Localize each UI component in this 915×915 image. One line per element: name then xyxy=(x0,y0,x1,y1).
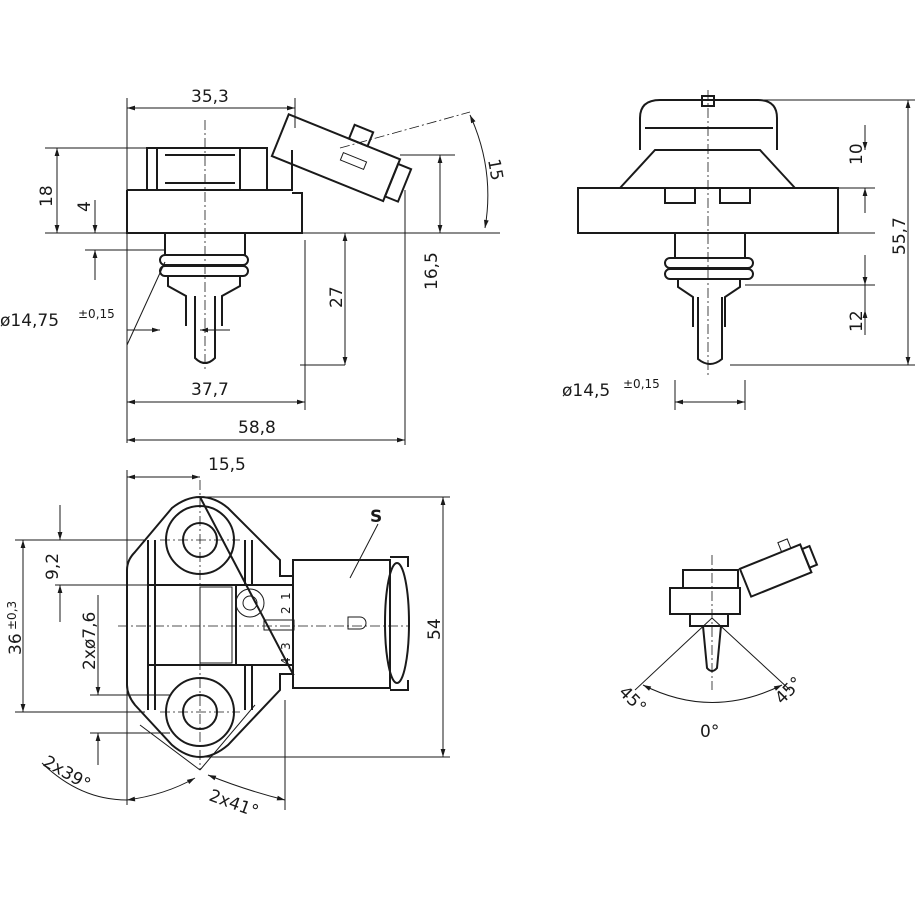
pin-4: 4 xyxy=(279,657,293,665)
dim-height-body: 18 xyxy=(37,185,57,207)
dim-front-diameter-tolerance: ±0,15 xyxy=(623,377,660,391)
dim-length: 54 xyxy=(425,618,445,640)
dim-step: 9,2 xyxy=(43,553,63,580)
dimension-lines-top xyxy=(15,470,450,810)
sensor-mount-outline xyxy=(669,538,819,690)
dim-width-mid: 37,7 xyxy=(191,380,229,400)
pin-1: 1 xyxy=(279,592,293,600)
sensor-top-outline xyxy=(118,480,410,771)
dim-front-diameter: ø14,5 xyxy=(562,381,610,401)
dim-angle-left: 2x39° xyxy=(40,752,94,795)
mount-view: 45° 0° 45° xyxy=(614,538,819,742)
dimension-lines-side xyxy=(45,98,500,445)
dim-width-top: 35,3 xyxy=(191,87,229,107)
front-view: 10 55,7 12 ø14,5 ±0,15 xyxy=(562,90,915,410)
pin-2: 2 xyxy=(279,606,293,614)
dim-hole-diameter: 2xø7,6 xyxy=(80,612,100,670)
dim-tip-length: 12 xyxy=(847,310,867,332)
sensor-front-outline xyxy=(577,90,839,375)
sensor-side-outline xyxy=(126,111,471,370)
dimension-lines-front xyxy=(674,99,915,410)
angle-lines-mount xyxy=(634,617,791,703)
dim-diameter: ø14,75 xyxy=(0,311,59,331)
dim-flange-thickness: 4 xyxy=(75,201,95,212)
dim-stem-length: 27 xyxy=(327,286,347,308)
top-view: 15,5 36 ±0,3 9,2 2xø7,6 54 2x39° 2x41° S… xyxy=(5,455,450,822)
mount-angle-center: 0° xyxy=(700,722,719,742)
dim-total-height: 55,7 xyxy=(890,217,910,255)
side-view: 35,3 18 4 ø14,75 ±0,15 27 16,5 15 37,7 5… xyxy=(0,87,507,445)
dim-hole-offset: 15,5 xyxy=(208,455,246,475)
dim-connector-height: 16,5 xyxy=(422,252,442,290)
connector-label: S xyxy=(370,507,382,527)
dim-width-total: 58,8 xyxy=(238,418,276,438)
dim-top-height: 10 xyxy=(847,143,867,165)
pin-3: 3 xyxy=(279,642,293,650)
dim-hole-spacing-tolerance: ±0,3 xyxy=(5,601,19,630)
dim-hole-spacing: 36 xyxy=(6,633,26,655)
dim-diameter-tolerance: ±0,15 xyxy=(78,307,115,321)
mount-angle-left: 45° xyxy=(614,682,649,717)
dim-connector-angle: 15 xyxy=(483,157,506,182)
